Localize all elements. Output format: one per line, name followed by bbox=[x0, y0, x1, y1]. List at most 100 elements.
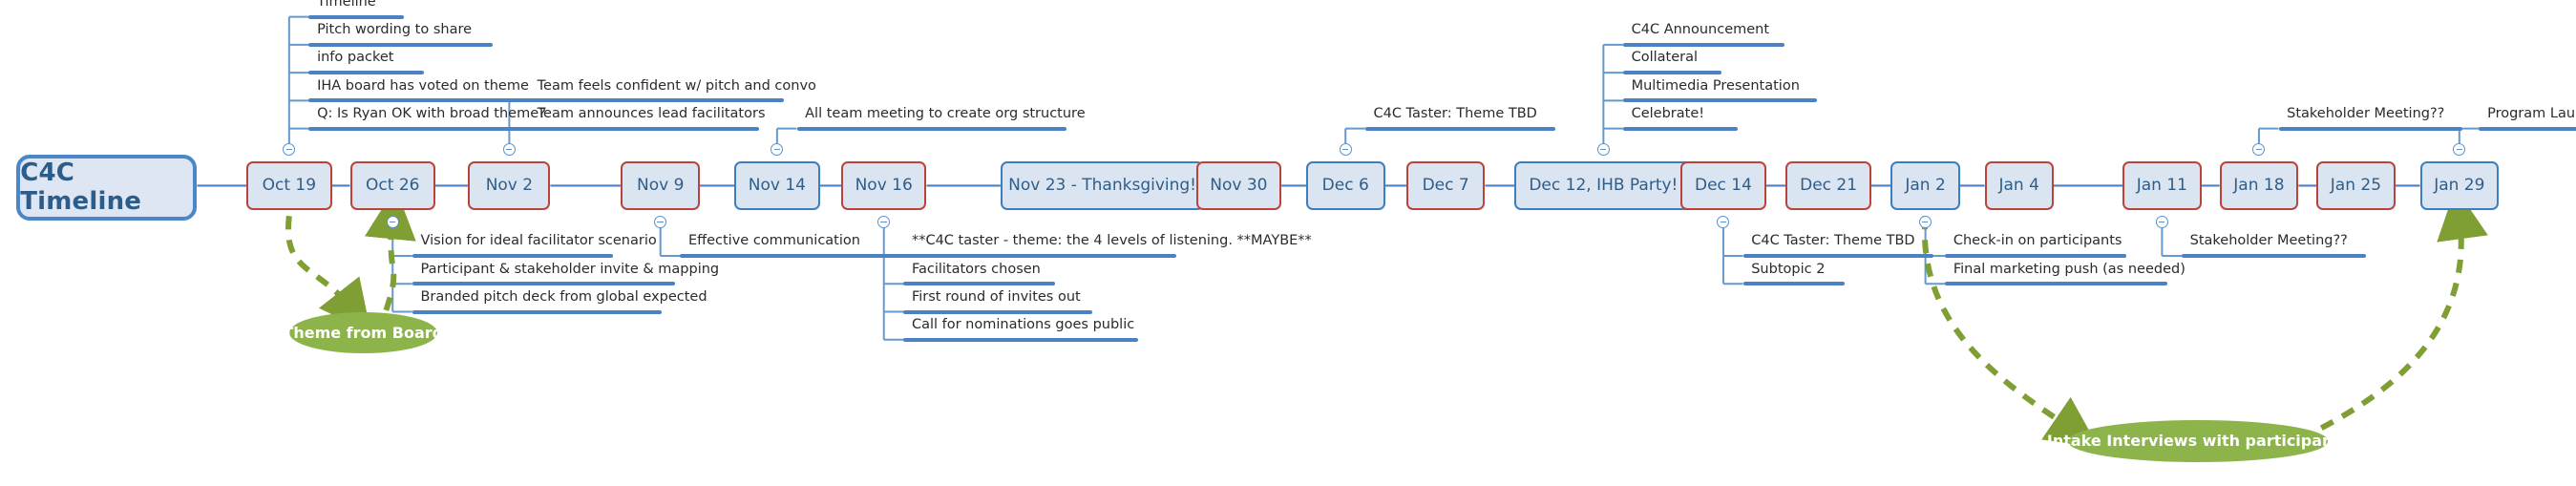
milestone-node-nov16[interactable]: Nov 16 bbox=[840, 160, 927, 211]
callout-theme-from-board[interactable]: Theme from Board bbox=[283, 311, 443, 353]
subtopic-label-dec6-above-0[interactable]: C4C Taster: Theme TBD bbox=[1373, 105, 1537, 121]
milestone-node-label: Oct 19 bbox=[262, 176, 317, 196]
collapse-toggle-nov9-below[interactable] bbox=[654, 215, 667, 228]
subtopic-label-oct26-below-1[interactable]: Participant & stakeholder invite & mappi… bbox=[420, 261, 720, 277]
milestone-node-label: Nov 9 bbox=[636, 176, 685, 196]
subtopic-underline bbox=[1742, 282, 1846, 286]
collapse-toggle-jan2-below[interactable] bbox=[1919, 215, 1932, 228]
subtopic-label-dec12-above-2[interactable]: Multimedia Presentation bbox=[1631, 77, 1800, 94]
subtopic-underline bbox=[2182, 254, 2366, 259]
subtopic-label-oct19-above-1[interactable]: Pitch wording to share bbox=[317, 22, 473, 38]
subtopic-underline bbox=[1623, 42, 1784, 47]
milestone-node-dec21[interactable]: Dec 21 bbox=[1785, 160, 1871, 211]
milestone-node-label: Nov 23 - Thanksgiving! bbox=[1008, 176, 1196, 196]
collapse-toggle-jan11-below[interactable] bbox=[2155, 215, 2168, 228]
subtopic-label-dec12-above-0[interactable]: C4C Announcement bbox=[1631, 22, 1770, 38]
subtopic-underline bbox=[903, 337, 1139, 342]
subtopic-label-nov9-below-0[interactable]: Effective communication bbox=[687, 233, 860, 249]
collapse-toggle-oct19-above[interactable] bbox=[283, 143, 296, 157]
subtopic-label-nov16-below-1[interactable]: Facilitators chosen bbox=[911, 261, 1041, 277]
milestone-node-label: Nov 2 bbox=[485, 176, 534, 196]
milestone-node-label: Jan 29 bbox=[2434, 176, 2485, 196]
subtopic-underline bbox=[903, 282, 1055, 286]
callout-label: Theme from Board bbox=[283, 323, 444, 342]
subtopic-label-oct19-above-3[interactable]: IHA board has voted on theme bbox=[317, 77, 529, 94]
milestone-node-jan18[interactable]: Jan 18 bbox=[2219, 160, 2299, 211]
milestone-node-nov30[interactable]: Nov 30 bbox=[1195, 160, 1282, 211]
subtopic-label-nov16-below-3[interactable]: Call for nominations goes public bbox=[911, 317, 1135, 333]
subtopic-label-oct19-above-0[interactable]: Timeline bbox=[317, 0, 376, 10]
collapse-toggle-jan29-above[interactable] bbox=[2453, 143, 2466, 157]
subtopic-underline bbox=[903, 309, 1093, 314]
subtopic-underline bbox=[412, 282, 676, 286]
subtopic-underline bbox=[1623, 98, 1818, 103]
callout-label: Intake Interviews with participants bbox=[2046, 432, 2350, 451]
collapse-toggle-oct26-below[interactable] bbox=[386, 215, 399, 228]
subtopic-underline bbox=[903, 254, 1176, 259]
subtopic-label-oct19-above-2[interactable]: info packet bbox=[317, 50, 394, 66]
subtopic-label-nov2-above-0[interactable]: Team feels confident w/ pitch and convo bbox=[537, 77, 816, 94]
milestone-node-jan29[interactable]: Jan 29 bbox=[2419, 160, 2500, 211]
milestone-node-dec7[interactable]: Dec 7 bbox=[1405, 160, 1486, 211]
subtopic-underline bbox=[2278, 126, 2463, 131]
collapse-toggle-nov14-above[interactable] bbox=[771, 143, 784, 157]
root-node-c4c-timeline[interactable]: C4C Timeline bbox=[16, 154, 198, 221]
subtopic-label-dec12-above-3[interactable]: Celebrate! bbox=[1631, 105, 1705, 121]
milestone-node-dec12[interactable]: Dec 12, IHB Party! bbox=[1514, 160, 1693, 211]
subtopic-underline bbox=[308, 42, 494, 47]
milestone-node-label: Jan 25 bbox=[2330, 176, 2382, 196]
milestone-node-label: Dec 14 bbox=[1695, 176, 1752, 196]
milestone-node-label: Nov 16 bbox=[855, 176, 913, 196]
subtopic-label-nov2-above-1[interactable]: Team announces lead facilitators bbox=[537, 105, 766, 121]
subtopic-underline bbox=[308, 71, 424, 75]
milestone-node-dec6[interactable]: Dec 6 bbox=[1305, 160, 1385, 211]
subtopic-underline bbox=[1945, 282, 2167, 286]
milestone-node-oct19[interactable]: Oct 19 bbox=[246, 160, 332, 211]
subtopic-label-dec12-above-1[interactable]: Collateral bbox=[1631, 50, 1699, 66]
milestone-node-oct26[interactable]: Oct 26 bbox=[349, 160, 435, 211]
subtopic-label-jan2-below-0[interactable]: Check-in on participants bbox=[1953, 233, 2122, 249]
subtopic-label-jan29-above-0[interactable]: Program Launch!! bbox=[2487, 105, 2576, 121]
subtopic-label-jan2-below-1[interactable]: Final marketing push (as needed) bbox=[1953, 261, 2185, 277]
collapse-toggle-dec6-above[interactable] bbox=[1339, 143, 1352, 157]
milestone-node-nov23[interactable]: Nov 23 - Thanksgiving! bbox=[1000, 160, 1205, 211]
milestone-node-jan4[interactable]: Jan 4 bbox=[1984, 160, 2054, 211]
subtopic-label-dec14-below-1[interactable]: Subtopic 2 bbox=[1751, 261, 1826, 277]
root-node-label: C4C Timeline bbox=[20, 158, 142, 217]
milestone-node-nov14[interactable]: Nov 14 bbox=[734, 160, 820, 211]
subtopic-underline bbox=[1364, 126, 1556, 131]
collapse-toggle-nov16-below[interactable] bbox=[877, 215, 891, 228]
milestone-node-jan25[interactable]: Jan 25 bbox=[2316, 160, 2396, 211]
milestone-node-nov2[interactable]: Nov 2 bbox=[468, 160, 551, 211]
subtopic-label-oct26-below-0[interactable]: Vision for ideal facilitator scenario bbox=[420, 233, 657, 249]
subtopic-underline bbox=[412, 309, 663, 314]
subtopic-label-nov14-above-0[interactable]: All team meeting to create org structure bbox=[805, 105, 1086, 121]
subtopic-underline bbox=[1742, 254, 1934, 259]
milestone-node-label: Dec 6 bbox=[1321, 176, 1369, 196]
subtopic-underline bbox=[2479, 126, 2576, 131]
milestone-node-label: Dec 12, IHB Party! bbox=[1529, 176, 1679, 196]
collapse-toggle-dec12-above[interactable] bbox=[1596, 143, 1610, 157]
callout-intake-interviews[interactable]: Intake Interviews with participants bbox=[2047, 420, 2350, 462]
milestone-node-nov9[interactable]: Nov 9 bbox=[621, 160, 700, 211]
subtopic-label-jan18-above-0[interactable]: Stakeholder Meeting?? bbox=[2287, 105, 2445, 121]
collapse-toggle-dec14-below[interactable] bbox=[1717, 215, 1730, 228]
subtopic-label-nov16-below-0[interactable]: **C4C taster - theme: the 4 levels of li… bbox=[911, 233, 1312, 249]
milestone-node-label: Jan 4 bbox=[1998, 176, 2039, 196]
subtopic-underline bbox=[1623, 126, 1739, 131]
subtopic-underline bbox=[796, 126, 1066, 131]
milestone-node-jan2[interactable]: Jan 2 bbox=[1890, 160, 1960, 211]
collapse-toggle-nov2-above[interactable] bbox=[502, 143, 516, 157]
subtopic-label-nov16-below-2[interactable]: First round of invites out bbox=[911, 288, 1081, 305]
milestone-node-dec14[interactable]: Dec 14 bbox=[1680, 160, 1766, 211]
subtopic-label-oct19-above-4[interactable]: Q: Is Ryan OK with broad theme? bbox=[317, 105, 546, 121]
collapse-toggle-jan18-above[interactable] bbox=[2252, 143, 2266, 157]
milestone-node-label: Nov 30 bbox=[1210, 176, 1268, 196]
subtopic-underline bbox=[680, 254, 907, 259]
milestone-node-jan11[interactable]: Jan 11 bbox=[2122, 160, 2202, 211]
subtopic-label-oct26-below-2[interactable]: Branded pitch deck from global expected bbox=[420, 288, 707, 305]
milestone-node-label: Dec 21 bbox=[1800, 176, 1858, 196]
subtopic-label-jan11-below-0[interactable]: Stakeholder Meeting?? bbox=[2189, 233, 2348, 249]
subtopic-label-dec14-below-0[interactable]: C4C Taster: Theme TBD bbox=[1751, 233, 1915, 249]
